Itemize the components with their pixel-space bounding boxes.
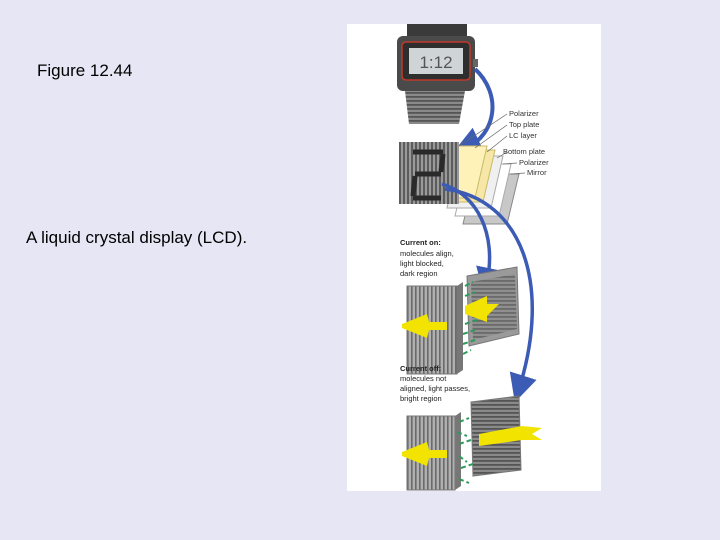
current-off-title: Current off: [400,364,441,373]
label-polarizer-bottom: Polarizer [519,158,549,167]
lcd-diagram-panel: 1:12 Polarizer Top plate LC layer Bottom… [347,24,601,491]
digit-segments [410,149,446,201]
zoom-arrow-1 [450,67,495,157]
current-off-line-1: molecules not [400,374,447,383]
figure-caption: A liquid crystal display (LCD). [26,228,248,247]
label-mirror: Mirror [527,168,547,177]
current-on-line-2: light blocked, [400,259,444,268]
watch-digits: 1:12 [419,53,452,72]
light-beam-in-off [402,442,447,466]
current-off-text: Current off: molecules not aligned, ligh… [400,364,470,403]
current-off-line-3: bright region [400,394,442,403]
light-beam-passing-on [465,296,499,322]
current-on-line-3: dark region [400,269,438,278]
current-on-title: Current on: [400,238,441,247]
lcd-diagram: 1:12 Polarizer Top plate LC layer Bottom… [397,24,549,491]
label-top-plate: Top plate [509,120,539,129]
aligned-molecules [462,281,478,355]
current-off-line-2: aligned, light passes, [400,384,470,393]
twisted-molecules [456,417,474,484]
light-beam-in-on [402,314,447,338]
current-on-illustration [402,266,520,375]
label-polarizer-top: Polarizer [509,109,539,118]
layer-leader-lines [458,113,526,175]
current-on-text: Current on: molecules align, light block… [400,238,454,278]
light-beam-passing-off [479,426,542,446]
figure-label: Figure 12.44 [37,61,133,80]
watch-illustration: 1:12 [397,24,478,124]
zoom-arrow-2 [441,182,504,296]
lcd-layer-stack [399,142,520,225]
label-bottom-plate: Bottom plate [503,147,545,156]
zoom-arrow-3 [444,187,537,403]
current-off-illustration [402,395,542,491]
current-on-line-1: molecules align, [400,249,454,258]
label-lc-layer: LC layer [509,131,537,140]
